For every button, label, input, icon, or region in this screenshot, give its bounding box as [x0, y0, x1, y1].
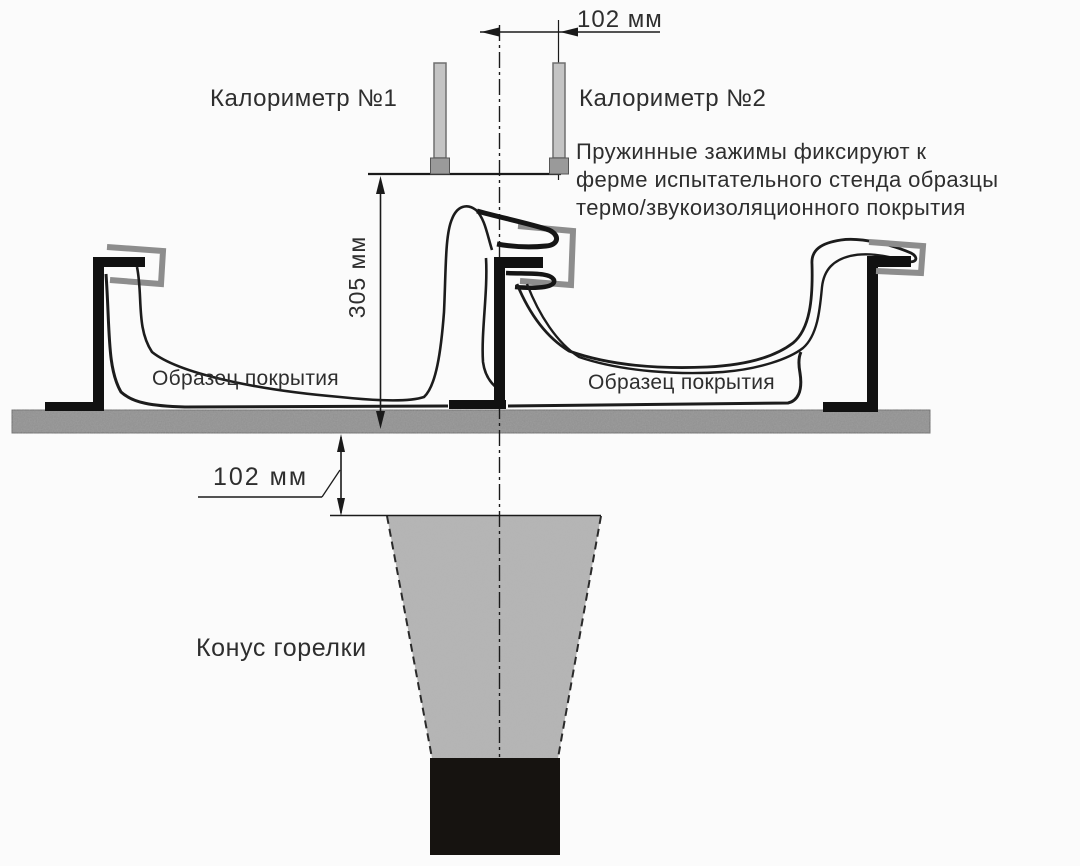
sample-right-label: Образец покрытия: [588, 371, 775, 394]
clamp-note-line-2: ферме испытательного стенда образцы: [576, 167, 999, 192]
mounting-plate: [11, 409, 931, 434]
clamp-note-line-3: термо/звукоизоляционного покрытия: [576, 195, 966, 220]
dimension-102mm-bottom: [198, 434, 601, 517]
top-dimension-label: 102 мм: [577, 6, 663, 33]
clamp-note-line-1: Пружинные зажимы фиксируют к: [576, 139, 927, 164]
burner-tube: [430, 758, 560, 855]
height-dimension-label: 305 мм: [344, 235, 370, 319]
coating-fold-lines: [476, 208, 559, 290]
coating-sample-left-outline: [104, 205, 501, 409]
calorimeter-1-label: Калориметр №1: [210, 85, 398, 112]
right-bracket: [823, 256, 911, 412]
dimension-102mm-top: [480, 27, 660, 37]
center-bracket: [449, 257, 543, 409]
calorimeter-rod-2: [549, 62, 569, 175]
calorimeter-rod-1: [430, 62, 450, 175]
dimension-305mm: [376, 176, 385, 429]
bottom-dimension-label: 102 мм: [213, 463, 309, 491]
calorimeter-2-label: Калориметр №2: [579, 85, 767, 112]
sample-left-label: Образец покрытия: [152, 367, 339, 390]
right-spring-clamp: [868, 239, 927, 277]
left-bracket: [45, 257, 145, 411]
burner-cone-shape: [386, 515, 602, 759]
left-spring-clamp: [106, 244, 167, 288]
burner-cone-label: Конус горелки: [196, 634, 367, 662]
